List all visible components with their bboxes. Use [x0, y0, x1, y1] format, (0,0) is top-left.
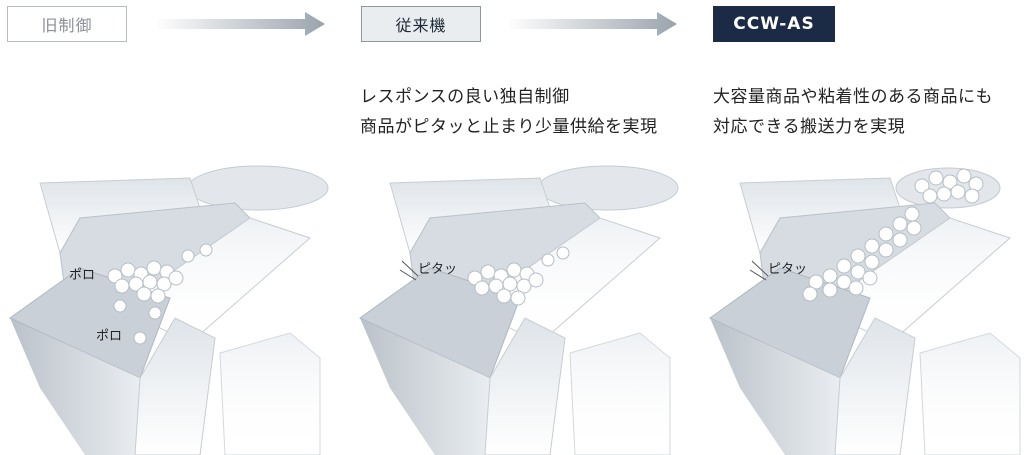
- machine-illustration-old: ポロ ポロ: [9, 165, 329, 455]
- description-line: 商品がピタッと止まり少量供給を実現: [360, 117, 658, 137]
- description-line: レスポンスの良い独自制御: [360, 87, 570, 107]
- ccw-as-description: 大容量商品や粘着性のある商品にも 対応できる搬送力を実現: [713, 82, 993, 142]
- description-line: 対応できる搬送力を実現: [713, 117, 906, 137]
- annotation-poro: ポロ: [69, 268, 95, 283]
- machine-illustration-ccw-as: ピタッ: [709, 167, 1021, 455]
- stage-label-old-control: 旧制御: [7, 6, 127, 42]
- description-line: 大容量商品や粘着性のある商品にも: [713, 87, 993, 107]
- stage-label-previous-model: 従来機: [361, 6, 481, 42]
- gradient-arrow-icon: [507, 12, 677, 36]
- annotation-pitatt: ピタッ: [768, 262, 807, 277]
- gradient-arrow-icon: [155, 12, 325, 36]
- stage-label-ccw-as: CCW-AS: [713, 6, 835, 42]
- annotation-poro: ポロ: [96, 329, 122, 344]
- annotation-pitatt: ピタッ: [418, 262, 457, 277]
- previous-model-description: レスポンスの良い独自制御 商品がピタッと止まり少量供給を実現: [360, 82, 658, 142]
- machine-illustration-previous: ピタッ: [359, 165, 679, 455]
